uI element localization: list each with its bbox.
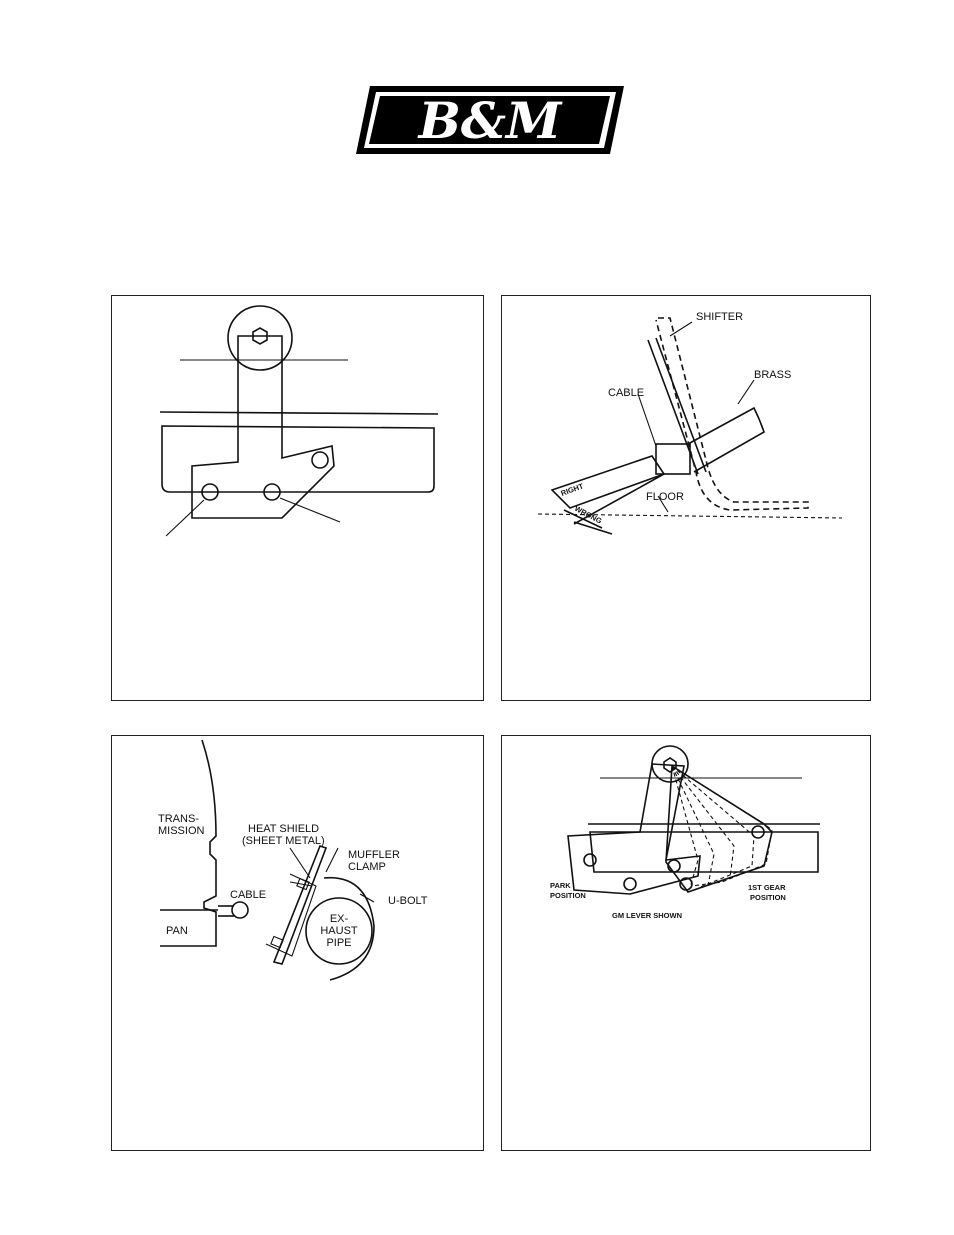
exhaust-label-2: HAUST bbox=[320, 925, 358, 937]
figure-lever-bracket bbox=[111, 295, 484, 701]
transmission-label-1: TRANS- bbox=[158, 813, 199, 825]
figure-cable-routing: SHIFTER BRASS CABLE FLOOR RIGHT WRONG bbox=[501, 295, 871, 701]
logo-text: B&M bbox=[417, 91, 563, 150]
first-gear-label-1: 1ST GEAR bbox=[748, 883, 786, 892]
muffler-label-1: MUFFLER bbox=[348, 849, 400, 861]
first-gear-label-2: POSITION bbox=[750, 893, 786, 902]
lever-positions-drawing: PARK POSITION 1ST GEAR POSITION GM LEVER… bbox=[550, 745, 820, 920]
transmission-label-2: MISSION bbox=[158, 825, 205, 837]
gm-lever-label: GM LEVER SHOWN bbox=[612, 911, 682, 920]
cable-label: CABLE bbox=[608, 387, 644, 399]
floor-label: FLOOR bbox=[646, 491, 684, 503]
exhaust-label-1: EX- bbox=[330, 913, 349, 925]
park-label-1: PARK bbox=[550, 881, 571, 890]
shifter-label: SHIFTER bbox=[696, 311, 743, 323]
exhaust-label-3: PIPE bbox=[326, 937, 351, 949]
pan-label: PAN bbox=[166, 925, 188, 937]
park-label-2: POSITION bbox=[550, 891, 586, 900]
bm-logo-graphic: B&M bbox=[356, 86, 624, 154]
cable-routing-drawing: SHIFTER BRASS CABLE FLOOR RIGHT WRONG bbox=[537, 311, 843, 535]
right-label: RIGHT bbox=[560, 481, 585, 498]
brass-label: BRASS bbox=[754, 369, 791, 381]
heat-shield-drawing: TRANS- MISSION HEAT SHIELD (SHEET METAL)… bbox=[158, 739, 428, 981]
u-bolt-label: U-BOLT bbox=[388, 895, 428, 907]
cable-label: CABLE bbox=[230, 889, 266, 901]
muffler-label-2: CLAMP bbox=[348, 861, 386, 873]
figure-heat-shield: TRANS- MISSION HEAT SHIELD (SHEET METAL)… bbox=[111, 735, 484, 1151]
lever-bracket-drawing bbox=[159, 305, 439, 537]
heat-shield-label-2: (SHEET METAL) bbox=[242, 835, 325, 847]
bm-logo: B&M bbox=[352, 82, 628, 158]
figure-lever-positions: PARK POSITION 1ST GEAR POSITION GM LEVER… bbox=[501, 735, 871, 1151]
heat-shield-label-1: HEAT SHIELD bbox=[248, 823, 319, 835]
